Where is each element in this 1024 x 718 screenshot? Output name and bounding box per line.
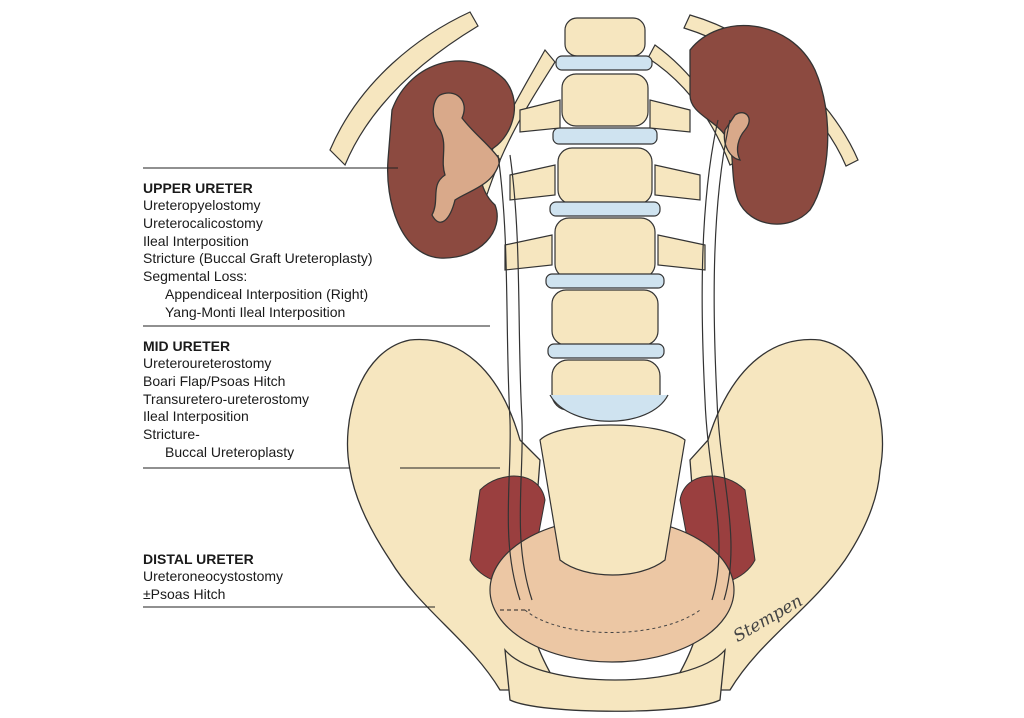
upper-item-1: Ureteropyelostomy <box>143 197 261 213</box>
mid-item-6: Buccal Ureteroplasty <box>165 443 295 460</box>
distal-ureter-title: DISTAL URETER <box>143 551 254 567</box>
mid-item-1: Ureteroureterostomy <box>143 355 272 371</box>
bladder-inner-outline <box>524 609 701 633</box>
distal-item-1: Ureteroneocystostomy <box>143 568 284 584</box>
upper-item-7: Yang-Monti Ileal Interposition <box>165 303 346 320</box>
left-renal-pelvis <box>431 92 501 223</box>
mid-item-5: Stricture- <box>143 426 200 443</box>
upper-item-5: Segmental Loss: <box>143 268 248 285</box>
distal-ureter-section: DISTAL URETER Ureteroneocystostomy ±Psoa… <box>143 550 443 604</box>
upper-ureter-title: UPPER URETER <box>143 180 253 196</box>
upper-ureter-section: UPPER URETER Ureteropyelostomy Ureteroca… <box>143 179 443 322</box>
mid-item-4: Ileal Interposition <box>143 408 249 425</box>
upper-item-3: Ileal Interposition <box>143 232 249 249</box>
kidneys <box>386 24 829 259</box>
ureters <box>497 119 732 601</box>
right-renal-pelvis <box>723 112 750 161</box>
mid-item-2: Boari Flap/Psoas Hitch <box>143 372 286 389</box>
mid-item-3: Transuretero-ureterostomy <box>143 390 309 407</box>
upper-item-4: Stricture (Buccal Graft Ureteroplasty) <box>143 250 373 267</box>
distal-item-2: ±Psoas Hitch <box>143 585 226 602</box>
upper-item-6: Appendiceal Interposition (Right) <box>165 285 369 302</box>
upper-item-2: Ureterocalicostomy <box>143 214 263 231</box>
mid-ureter-title: MID URETER <box>143 338 231 354</box>
vertebral-column <box>504 17 706 576</box>
leader-lines <box>143 167 530 611</box>
mid-ureter-section: MID URETER Ureteroureterostomy Boari Fla… <box>143 337 443 462</box>
